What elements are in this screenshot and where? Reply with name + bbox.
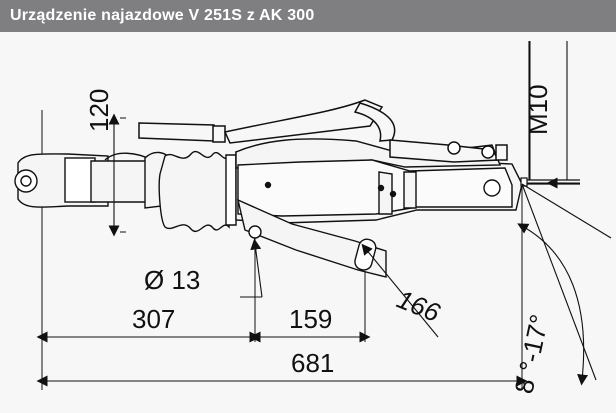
slot-length-label: 166 xyxy=(393,284,445,328)
hole-diameter-label: Ø 13 xyxy=(144,265,200,295)
towing-device-body xyxy=(14,138,523,278)
hole-distance-label: 159 xyxy=(289,304,332,334)
height-dimension-label: 120 xyxy=(84,89,114,132)
angle-range-label: 8 °-17° xyxy=(509,312,555,397)
dimension-lines xyxy=(36,41,612,387)
handbrake-lever xyxy=(138,99,508,163)
length-to-axle-label: 307 xyxy=(132,304,175,334)
page-title: Urządzenie najazdowe V 251S z AK 300 xyxy=(10,7,315,24)
title-bar: Urządzenie najazdowe V 251S z AK 300 xyxy=(0,0,616,32)
overall-length-label: 681 xyxy=(291,348,334,378)
thread-dimension-label: M10 xyxy=(523,84,553,135)
